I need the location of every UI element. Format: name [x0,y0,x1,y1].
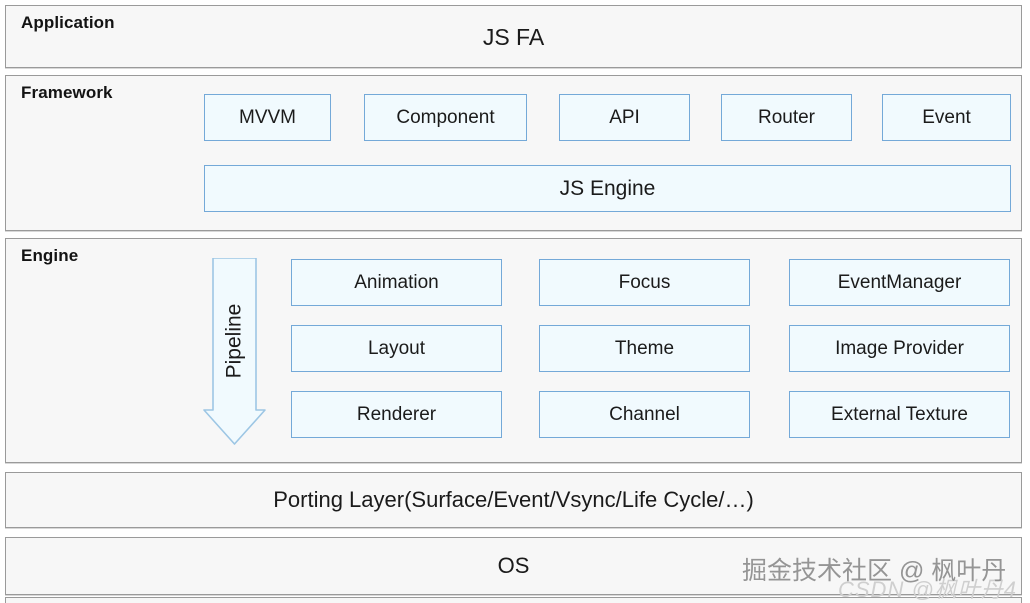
engine-module-channel[interactable]: Channel [539,391,750,438]
framework-module-mvvm[interactable]: MVVM [204,94,331,141]
engine-module-animation[interactable]: Animation [291,259,502,306]
framework-module-component[interactable]: Component [364,94,527,141]
engine-module-external-texture[interactable]: External Texture [789,391,1010,438]
engine-module-theme[interactable]: Theme [539,325,750,372]
engine-module-layout[interactable]: Layout [291,325,502,372]
layer-panel-application: Application JS FA [5,5,1022,68]
layer-panel-porting: Porting Layer(Surface/Event/Vsync/Life C… [5,472,1022,528]
layer-panel-engine: Engine Animation Focus EventManager Layo… [5,238,1022,463]
pipeline-arrow-icon [203,258,266,445]
os-label: OS [497,553,530,578]
engine-module-eventmanager[interactable]: EventManager [789,259,1010,306]
application-content-label: JS FA [482,24,545,50]
layer-panel-next-clipped [5,597,1022,603]
engine-module-focus[interactable]: Focus [539,259,750,306]
engine-module-image-provider[interactable]: Image Provider [789,325,1010,372]
framework-js-engine-bar[interactable]: JS Engine [204,165,1011,212]
framework-module-event[interactable]: Event [882,94,1011,141]
framework-module-router[interactable]: Router [721,94,852,141]
engine-module-renderer[interactable]: Renderer [291,391,502,438]
layer-title-framework: Framework [21,83,113,102]
framework-module-api[interactable]: API [559,94,690,141]
layer-title-engine: Engine [21,246,79,265]
porting-layer-label: Porting Layer(Surface/Event/Vsync/Life C… [273,487,754,512]
layer-title-application: Application [21,13,115,32]
layer-panel-framework: Framework MVVM Component API Router Even… [5,75,1022,231]
layer-panel-os: OS [5,537,1022,595]
